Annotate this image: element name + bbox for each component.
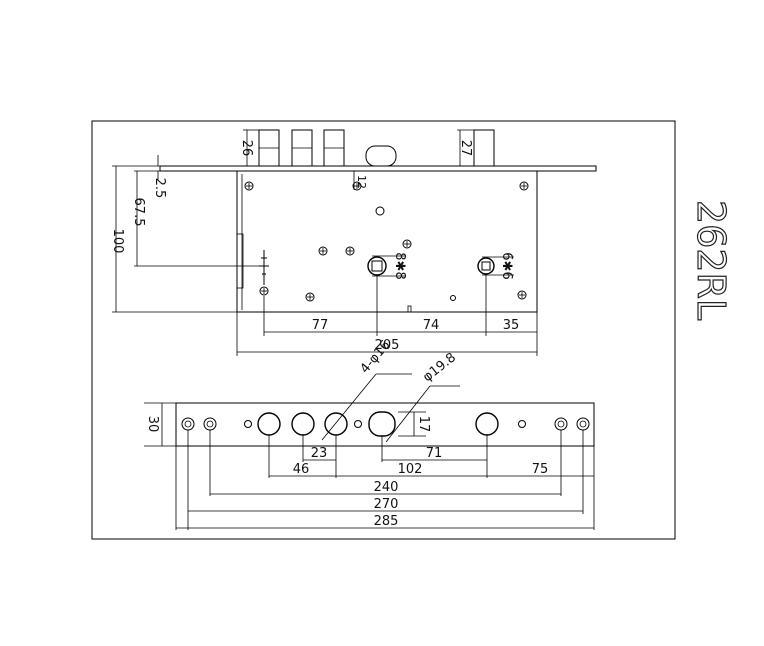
dim-102: 102: [398, 462, 423, 477]
dim-75: 75: [532, 462, 549, 477]
lock-case: [236, 170, 538, 313]
case-screws: [244, 181, 529, 313]
dim-17: 17: [416, 416, 431, 433]
leader-phi19-8: [385, 385, 431, 443]
top-faceplate: [159, 165, 597, 172]
dim-spindle-6x6: 6✱6: [499, 252, 514, 279]
dim-12: 12: [355, 175, 368, 189]
top-view: 26 27 12 2.5 67.5 100 8✱8 6✱6 77 74 35 2…: [110, 129, 597, 356]
drawing-frame: [91, 120, 676, 540]
top-dimension-lines: [112, 129, 538, 356]
auxiliary-bolt: [473, 129, 495, 167]
label-phi19-8: φ19.8: [420, 350, 459, 385]
dim-bolt-height: 26: [239, 140, 254, 157]
dim-35: 35: [503, 318, 520, 333]
dim-285: 285: [374, 514, 399, 529]
dim-74: 74: [423, 318, 440, 333]
latch-bolt: [365, 145, 397, 167]
front-view: 4-φ16 φ19.8 30 17 23 46 71 102 75 240 27…: [144, 338, 595, 530]
front-faceplate: [175, 402, 595, 447]
dim-67-5: 67.5: [131, 198, 146, 227]
deadbolts: [258, 129, 345, 167]
dim-270: 270: [374, 497, 399, 512]
model-number: 262RL: [689, 200, 733, 320]
dim-2-5: 2.5: [152, 178, 167, 199]
leader-4-phi16: [321, 373, 377, 441]
dim-240: 240: [374, 480, 399, 495]
dim-46: 46: [293, 462, 310, 477]
bolt-holes-4-phi16: [257, 412, 499, 436]
faceplate-holes: [181, 417, 590, 431]
dim-30: 30: [145, 416, 160, 433]
dim-100: 100: [110, 229, 125, 254]
dim-latch-height: 27: [458, 140, 473, 157]
dim-spindle-8x8: 8✱8: [392, 252, 407, 279]
aux-spindle-hub: [477, 257, 495, 275]
dim-23: 23: [311, 446, 328, 461]
dim-205: 205: [375, 338, 400, 353]
dim-71: 71: [426, 446, 443, 461]
main-spindle-hub: [367, 256, 387, 276]
front-dimension-lines: [144, 402, 595, 530]
key-slot: [259, 250, 269, 285]
case-notch: [236, 233, 244, 289]
dim-77: 77: [312, 318, 329, 333]
latch-hole: [368, 411, 396, 437]
